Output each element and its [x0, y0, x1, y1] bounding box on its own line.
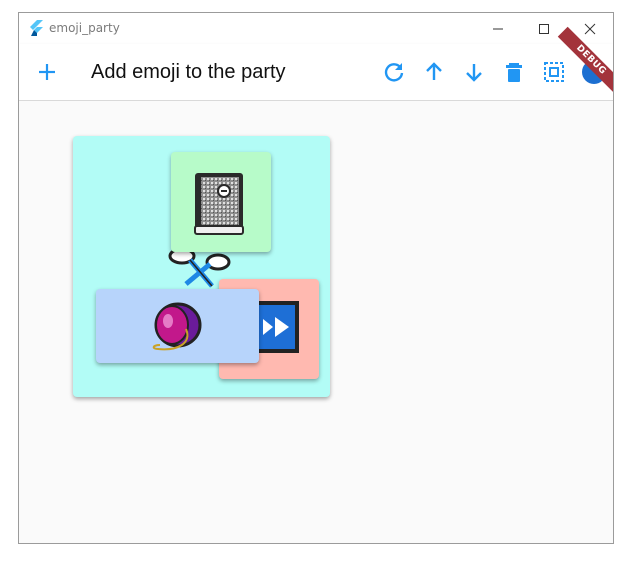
- app-bar: Add emoji to the party: [19, 44, 613, 101]
- refresh-icon[interactable]: [381, 59, 407, 85]
- scissors-icon[interactable]: [168, 240, 232, 292]
- maximize-button[interactable]: [521, 13, 567, 44]
- arrow-up-icon[interactable]: [421, 59, 447, 85]
- page-title: Add emoji to the party: [91, 61, 286, 83]
- title-bar: emoji_party: [19, 13, 613, 44]
- close-button[interactable]: [567, 13, 613, 44]
- minimize-button[interactable]: [475, 13, 521, 44]
- notebook-icon: [194, 173, 244, 235]
- trash-icon[interactable]: [501, 59, 527, 85]
- window-title: emoji_party: [49, 21, 120, 35]
- arrow-down-icon[interactable]: [461, 59, 487, 85]
- yo-yo-icon: [152, 302, 202, 351]
- party-canvas: [19, 101, 613, 543]
- book-card[interactable]: [171, 152, 271, 252]
- select-all-icon[interactable]: [541, 59, 567, 85]
- flutter-logo-icon: [30, 20, 43, 36]
- emoji-party-container[interactable]: [73, 136, 330, 397]
- minimize-icon: [493, 28, 503, 30]
- yoyo-card[interactable]: [96, 289, 259, 363]
- close-icon: [584, 23, 596, 35]
- maximize-icon: [539, 24, 549, 34]
- app-window: emoji_party Add emoji to the party: [18, 12, 614, 544]
- plus-icon[interactable]: [33, 58, 61, 86]
- play-button-icon: [255, 301, 299, 353]
